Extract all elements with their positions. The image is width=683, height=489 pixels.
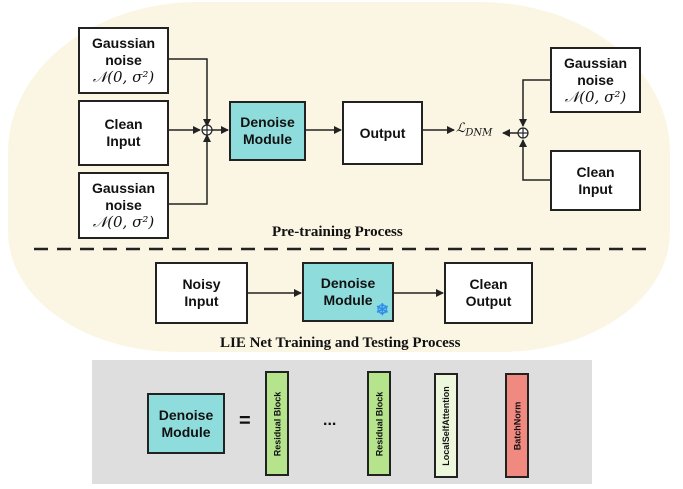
denoise-label: Denoise: [158, 406, 214, 423]
denoise-module-box: Denoise Module: [229, 101, 306, 161]
clean-label: Clean: [469, 276, 508, 292]
frozen-denoise-module-box: Denoise Module ❄: [302, 262, 394, 322]
local-self-attention-block: LocalSelfAttention: [434, 373, 458, 478]
equals-sign: =: [239, 410, 251, 432]
lie-net-caption: LIE Net Training and Testing Process: [220, 335, 461, 351]
noise-label: noise: [577, 71, 614, 88]
module-label: Module: [323, 292, 373, 308]
gaussian-noise-bottom-box: Gaussian noise 𝒩(0, σ²): [78, 172, 169, 239]
ellipsis: ...: [323, 412, 337, 429]
batchnorm-block: BatchNorm: [505, 373, 529, 478]
loss-dnm: ℒDNM: [456, 121, 492, 139]
gaussian-noise-top-box: Gaussian noise 𝒩(0, σ²): [78, 27, 169, 94]
noisy-input-box: Noisy Input: [155, 262, 248, 324]
attention-label: LocalSelfAttention: [441, 385, 452, 466]
input-label: Input: [106, 133, 141, 149]
sum-node-left: [201, 124, 213, 136]
residual-block-2: Residual Block: [367, 371, 391, 476]
clean-input-box: Clean Input: [78, 100, 169, 166]
clean-output-box: Clean Output: [444, 262, 533, 324]
noise-formula: 𝒩(0, σ²): [92, 213, 155, 231]
denoise-label: Denoise: [240, 114, 295, 130]
module-label: Module: [161, 423, 211, 440]
clean-input-right-box: Clean Input: [550, 150, 641, 211]
gaussian-noise-right-box: Gaussian noise 𝒩(0, σ²): [550, 47, 641, 113]
noise-formula: 𝒩(0, σ²): [92, 68, 155, 86]
noise-label: Gaussian: [91, 180, 156, 196]
noise-label: Gaussian: [91, 35, 156, 51]
loss-symbol: ℒ: [456, 121, 466, 136]
output-label: Output: [359, 124, 406, 141]
output-box: Output: [342, 101, 423, 165]
denoise-label: Denoise: [320, 275, 376, 291]
loss-subscript: DNM: [465, 127, 493, 139]
snowflake-icon: ❄: [375, 302, 389, 319]
denoise-module-def-box: Denoise Module: [147, 393, 225, 454]
batchnorm-label: BatchNorm: [512, 401, 523, 450]
noise-label: noise: [105, 52, 142, 68]
output-label: Output: [465, 293, 512, 309]
pretraining-caption: Pre-training Process: [272, 224, 403, 240]
noise-label: Gaussian: [563, 54, 628, 71]
sum-node-right: [517, 127, 529, 139]
residual-block-label: Residual Block: [272, 391, 282, 456]
noisy-label: Noisy: [182, 276, 221, 292]
module-label: Module: [243, 131, 292, 147]
noise-label: noise: [105, 197, 142, 213]
residual-block-1: Residual Block: [265, 371, 289, 476]
input-label: Input: [578, 180, 613, 197]
residual-block-label: Residual Block: [374, 391, 384, 456]
clean-label: Clean: [576, 163, 615, 180]
clean-label: Clean: [104, 116, 143, 132]
input-label: Input: [184, 293, 219, 309]
noise-formula: 𝒩(0, σ²): [564, 87, 627, 106]
